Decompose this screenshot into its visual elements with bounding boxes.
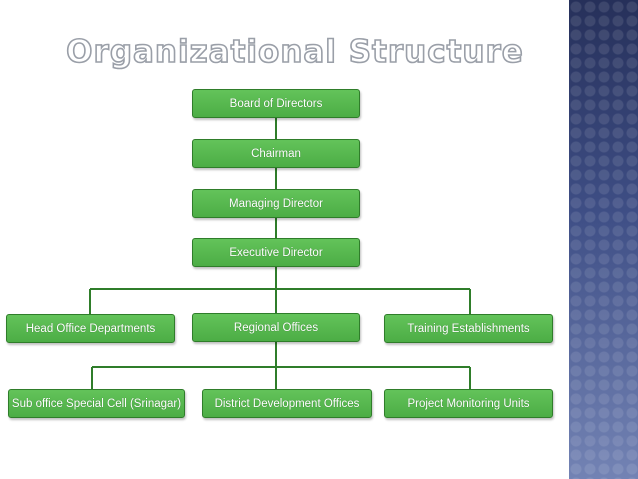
node-chairman: Chairman (192, 139, 360, 168)
node-training-establishments: Training Establishments (384, 314, 553, 343)
node-project-monitoring-units: Project Monitoring Units (384, 389, 553, 418)
node-sub-office-special-cell: Sub office Special Cell (Srinagar) (8, 389, 185, 418)
node-district-development-offices: District Development Offices (202, 389, 372, 418)
page-title: Organizational Structure (65, 33, 524, 71)
node-managing-director: Managing Director (192, 189, 360, 218)
node-regional-offices: Regional Offices (192, 313, 360, 342)
node-board-of-directors: Board of Directors (192, 89, 360, 118)
decorative-side-panel (569, 0, 638, 479)
node-head-office-departments: Head Office Departments (6, 314, 175, 343)
node-executive-director: Executive Director (192, 238, 360, 267)
